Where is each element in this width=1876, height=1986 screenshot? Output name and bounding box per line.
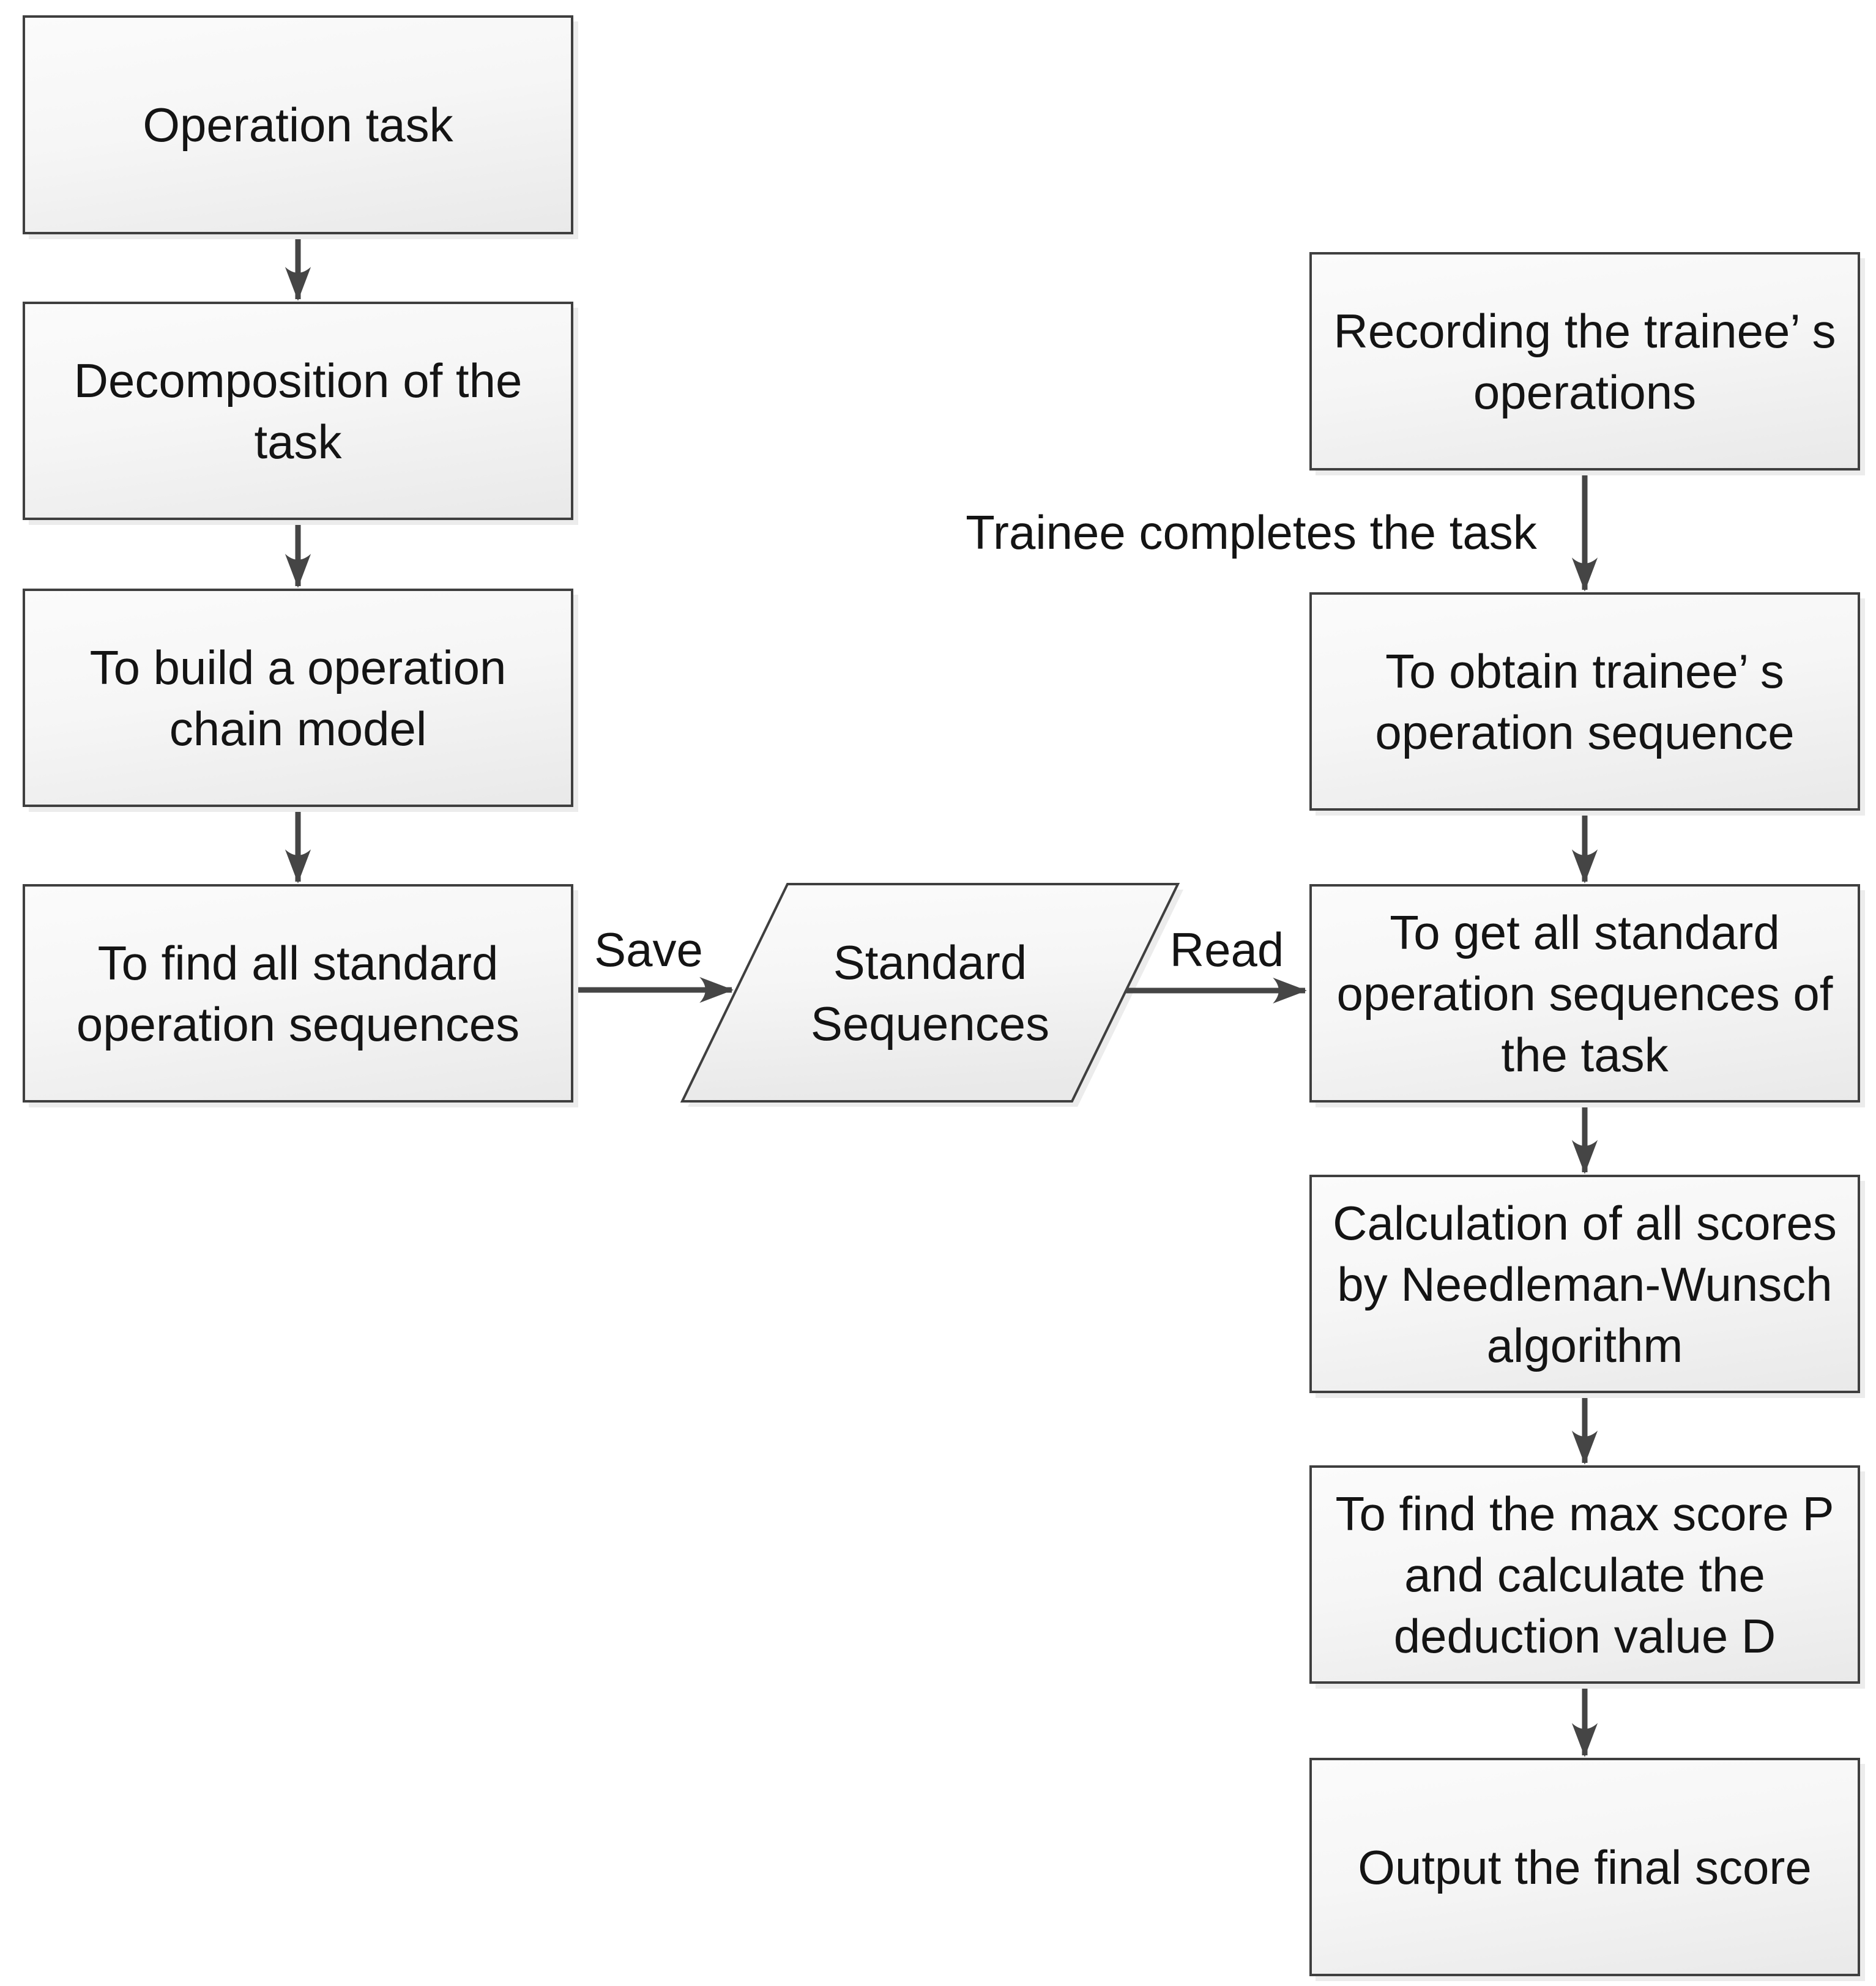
node-find-standard-sequences-label: To find all standard operation sequences [76, 935, 520, 1051]
datastore-label-wrap: Standard Sequences [713, 884, 1147, 1101]
node-obtain-sequence: To obtain trainee’ s operation sequence [1309, 592, 1860, 811]
node-get-all-sequences: To get all standard operation sequences … [1309, 884, 1860, 1103]
datastore-parallelogram [680, 883, 1180, 1103]
node-operation-task-label: Operation task [143, 98, 453, 152]
save-edge-label: Save [594, 923, 703, 976]
node-calculation-needleman-wunsch: Calculation of all scores by Needleman-W… [1309, 1175, 1860, 1393]
read-edge-label: Read [1169, 923, 1284, 976]
datastore-label: Standard Sequences [810, 935, 1050, 1051]
trainee-completes-label: Trainee completes the task [966, 505, 1537, 559]
node-output-final-score-label: Output the final score [1358, 1840, 1812, 1894]
node-recording-operations-label: Recording the trainee’ s operations [1333, 303, 1836, 419]
node-find-max-score: To find the max score P and calculate th… [1309, 1465, 1860, 1684]
node-calculation-needleman-wunsch-label: Calculation of all scores by Needleman-W… [1333, 1196, 1837, 1372]
node-operation-task: Operation task [23, 15, 573, 234]
node-recording-operations: Recording the trainee’ s operations [1309, 252, 1860, 470]
node-obtain-sequence-label: To obtain trainee’ s operation sequence [1375, 644, 1795, 759]
node-decomposition: Decomposition of the task [23, 302, 573, 520]
node-decomposition-label: Decomposition of the task [73, 353, 523, 469]
node-build-chain-model-label: To build a operation chain model [89, 640, 507, 756]
node-find-max-score-label: To find the max score P and calculate th… [1335, 1486, 1834, 1663]
node-find-standard-sequences: To find all standard operation sequences [23, 884, 573, 1103]
node-output-final-score: Output the final score [1309, 1758, 1860, 1976]
node-build-chain-model: To build a operation chain model [23, 589, 573, 807]
node-get-all-sequences-label: To get all standard operation sequences … [1336, 905, 1833, 1082]
